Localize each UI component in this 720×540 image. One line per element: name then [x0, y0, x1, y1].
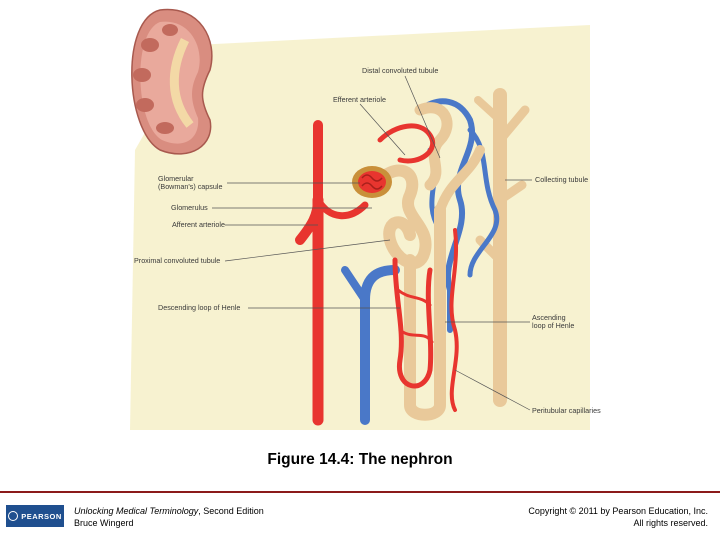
book-title: Unlocking Medical Terminology	[74, 506, 199, 516]
leader-lines	[212, 75, 532, 411]
book-title-line: Unlocking Medical Terminology, Second Ed…	[74, 505, 264, 517]
label-glomerular-capsule-2: (Bowman's) capsule	[158, 182, 223, 191]
magnification-cone	[130, 25, 590, 430]
label-ascending-loop-1: Ascending	[532, 313, 566, 322]
label-distal-convoluted-tubule: Distal convoluted tubule	[362, 66, 438, 75]
label-peritubular-capillaries: Peritubular capillaries	[532, 406, 601, 415]
label-ascending-loop-2: loop of Henle	[532, 321, 574, 330]
label-glomerular-capsule-1: Glomerular	[158, 174, 194, 183]
copyright-text: Copyright © 2011 by Pearson Education, I…	[528, 506, 708, 516]
label-efferent-arteriole: Efferent arteriole	[333, 95, 386, 104]
footer-divider	[0, 491, 720, 493]
footer-book-info: Unlocking Medical Terminology, Second Ed…	[74, 505, 264, 529]
glomerulus-capsule	[352, 166, 392, 198]
footer-copyright: Copyright © 2011 by Pearson Education, I…	[528, 505, 708, 529]
label-collecting-tubule: Collecting tubule	[535, 175, 588, 184]
book-author: Bruce Wingerd	[74, 518, 134, 528]
kidney-illustration	[131, 8, 213, 155]
label-afferent-arteriole: Afferent arteriole	[172, 220, 225, 229]
label-glomerulus: Glomerulus	[171, 203, 208, 212]
figure-caption: Figure 14.4: The nephron	[267, 451, 453, 468]
nephron-tubule	[369, 102, 485, 421]
book-edition: , Second Edition	[198, 506, 264, 516]
label-descending-loop-of-henle: Descending loop of Henle	[158, 303, 240, 312]
pearson-logo-text: PEARSON	[21, 511, 62, 521]
pearson-logo: PEARSON	[6, 505, 64, 527]
nephron-diagram: Distal convoluted tubule Efferent arteri…	[130, 8, 601, 430]
label-proximal-convoluted-tubule: Proximal convoluted tubule	[134, 256, 220, 265]
renal-arteries	[295, 120, 459, 426]
rights-text: All rights reserved.	[633, 518, 708, 528]
pearson-logo-icon	[8, 511, 19, 521]
